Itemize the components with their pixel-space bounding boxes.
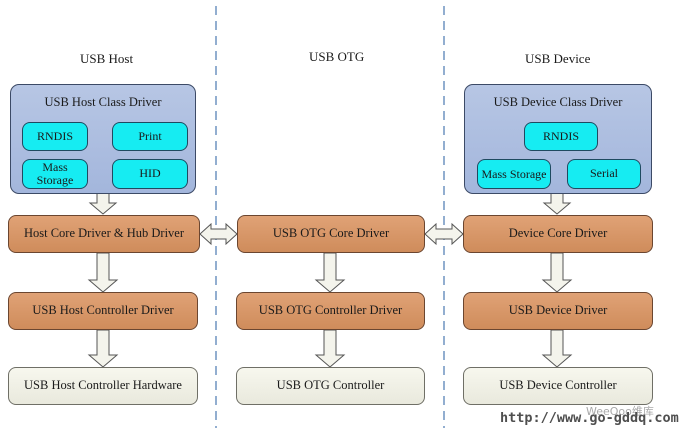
device-class-to-core-arrow: [542, 192, 572, 215]
device-class-driver-title: USB Device Class Driver: [493, 95, 623, 109]
host-controller-driver-box: USB Host Controller Driver: [8, 292, 198, 330]
host-class-driver-panel: USB Host Class Driver RNDIS Print Mass S…: [10, 84, 196, 194]
host-controller-hardware-box: USB Host Controller Hardware: [8, 367, 198, 405]
device-class-item-rndis: RNDIS: [524, 122, 598, 151]
host-column-title: USB Host: [80, 51, 134, 66]
host-class-item-print: Print: [112, 122, 188, 151]
host-controller-to-hardware-arrow: [87, 329, 119, 368]
device-class-driver-panel: USB Device Class Driver RNDIS Mass Stora…: [464, 84, 652, 194]
otg-column-title: USB OTG: [309, 49, 365, 64]
watermark-logo: WeeQoo维库: [586, 405, 654, 418]
device-controller-driver-box: USB Device Driver: [463, 292, 653, 330]
device-class-item-serial: Serial: [567, 159, 641, 189]
host-class-item-mass-storage: Mass Storage: [22, 159, 88, 189]
host-class-item-hid: HID: [112, 159, 188, 189]
otg-controller-driver-box: USB OTG Controller Driver: [236, 292, 425, 330]
host-core-to-controller-arrow: [87, 252, 119, 293]
otg-core-to-controller-arrow: [314, 252, 346, 293]
host-class-item-rndis: RNDIS: [22, 122, 88, 151]
otg-controller-to-hardware-arrow: [314, 329, 346, 368]
host-class-to-core-arrow: [88, 192, 118, 215]
otg-controller-box: USB OTG Controller: [236, 367, 425, 405]
host-class-driver-title: USB Host Class Driver: [44, 95, 162, 109]
device-core-driver-box: Device Core Driver: [463, 215, 653, 253]
device-controller-box: USB Device Controller: [463, 367, 653, 405]
device-core-to-controller-arrow: [541, 252, 573, 293]
host-otg-double-arrow: [199, 222, 238, 246]
otg-device-double-arrow: [424, 222, 464, 246]
watermark-url: http://www.go-gddq.com: [500, 410, 679, 426]
device-column-title: USB Device: [525, 51, 591, 66]
host-core-driver-box: Host Core Driver & Hub Driver: [8, 215, 200, 253]
device-class-item-mass-storage: Mass Storage: [477, 159, 551, 189]
device-controller-to-hardware-arrow: [541, 329, 573, 368]
otg-core-driver-box: USB OTG Core Driver: [237, 215, 425, 253]
